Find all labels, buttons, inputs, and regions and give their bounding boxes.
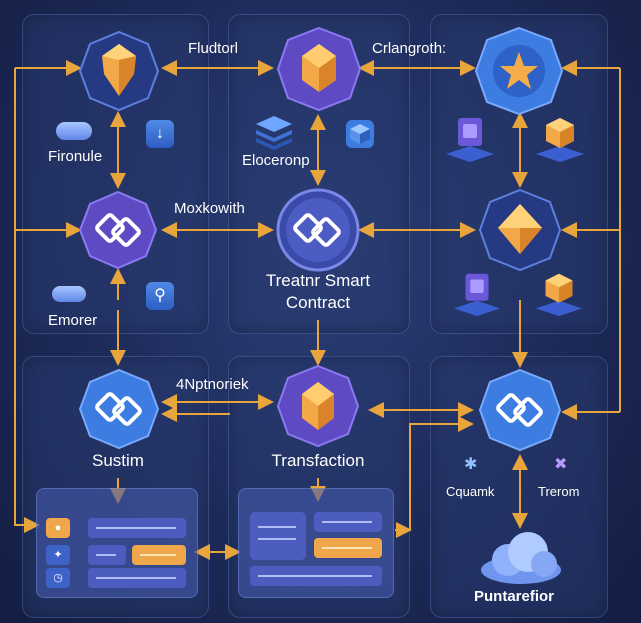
tools-icon: ✖ [554,456,568,473]
purple-cube-icon [446,118,494,162]
list-bar-2-highlight[interactable] [132,545,186,565]
asterisk-icon: ✱ [464,456,478,473]
chain-link-node-right[interactable] [478,368,562,452]
download-icon[interactable]: ↓ [146,120,174,148]
smart-contract-title-line1: Treatnr Smart [265,271,371,290]
label-emorer: Emorer [48,312,98,329]
list-bar-1[interactable] [88,518,186,538]
orange-cube-icon [536,118,584,162]
bird-icon: ✦ [46,545,70,565]
star-node[interactable] [474,26,564,116]
purple-cube-icon-2 [453,273,501,317]
label-moxkowith: Moxkowith [174,200,245,217]
coin-icon: ● [46,518,70,538]
system-node[interactable] [78,368,160,450]
label-system: Sustim [92,451,144,470]
clock-icon: ◷ [46,568,70,588]
tx-bar-3[interactable] [250,566,382,586]
tx-block-1[interactable] [250,512,306,560]
label-transaction: Transfaction [271,451,365,470]
label-cquamk: Cquamk [446,484,495,499]
list-bar-3[interactable] [88,568,186,588]
box-icon [346,120,374,148]
smart-contract-node[interactable] [276,188,360,272]
label-4nptnoriek: 4Nptnoriek [176,376,249,393]
label-trerom: Trerom [538,484,580,499]
purple-gem-node[interactable] [276,26,362,112]
smart-contract-title-line2: Contract [285,293,351,312]
cloud-icon [56,122,92,140]
label-fludtorl: Fludtorl [188,40,239,57]
orange-cube-icon-2 [535,273,583,317]
label-fironule: Fironule [48,148,103,165]
cloud-icon-small [52,286,86,302]
list-bar-2[interactable] [88,545,126,565]
key-icon[interactable]: ⚲ [146,282,174,310]
label-crlangroth: Crlangroth: [372,40,447,57]
label-cloud-platform: Puntarefior [474,588,555,605]
chain-link-node[interactable] [78,190,158,270]
orange-gem-node[interactable] [78,30,160,112]
transaction-gem-node[interactable] [276,364,360,448]
layers-icon [256,116,292,150]
tx-bar-1[interactable] [314,512,382,532]
tx-bar-2[interactable] [314,538,382,558]
orange-gem-node-right[interactable] [478,188,562,272]
cloud-platform-icon [481,532,561,584]
label-eloceronp: Eloceronp [242,152,310,169]
